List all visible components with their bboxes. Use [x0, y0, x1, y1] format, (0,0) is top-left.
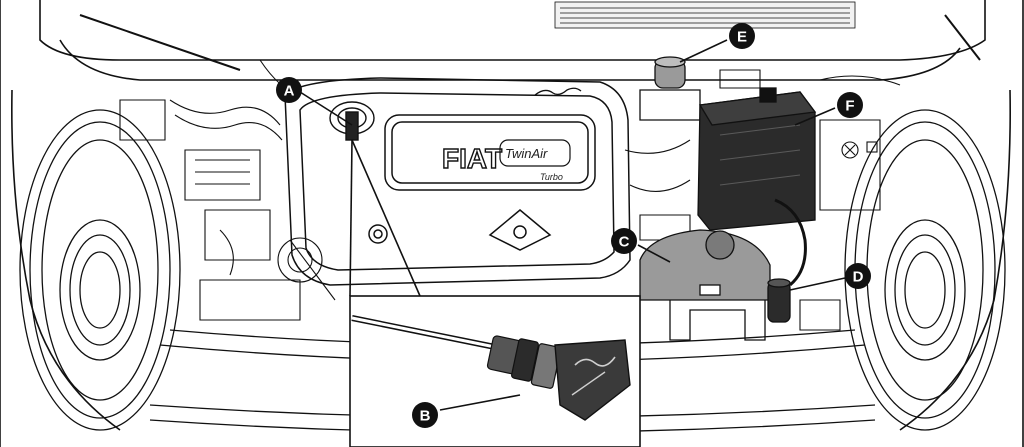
brake-fluid-reservoir: [639, 56, 701, 121]
left-side-components: [119, 59, 336, 321]
windshield-hatching: [554, 1, 856, 29]
battery: [697, 87, 817, 287]
dipstick-inset: [349, 295, 641, 447]
right-headlight: [844, 109, 1006, 431]
callout-e: E: [729, 23, 755, 49]
svg-text:A: A: [284, 83, 295, 100]
svg-text:B: B: [420, 408, 431, 425]
engine-script-mark: [534, 87, 582, 96]
svg-text:C: C: [619, 234, 630, 251]
callout-c: C: [611, 228, 637, 254]
engine-cover: [284, 77, 631, 286]
washer-reservoir: [639, 229, 771, 341]
engine-badge-sub: Turbo: [540, 172, 563, 182]
callout-f: F: [837, 92, 863, 118]
right-side-components: [624, 69, 901, 331]
hood-prop: [79, 14, 241, 71]
callout-leaders: [299, 39, 846, 411]
svg-text:F: F: [845, 98, 854, 115]
svg-text:E: E: [737, 29, 747, 46]
left-headlight: [19, 109, 181, 431]
engine-badge: TwinAir: [505, 146, 548, 161]
callout-a: A: [276, 77, 302, 103]
coolant-reservoir: [767, 278, 791, 323]
svg-text:D: D: [853, 269, 864, 286]
fiat-logo: FIAT: [442, 143, 502, 174]
oil-filler-cap: [329, 101, 375, 141]
callout-b: B: [412, 402, 438, 428]
callout-d: D: [845, 263, 871, 289]
